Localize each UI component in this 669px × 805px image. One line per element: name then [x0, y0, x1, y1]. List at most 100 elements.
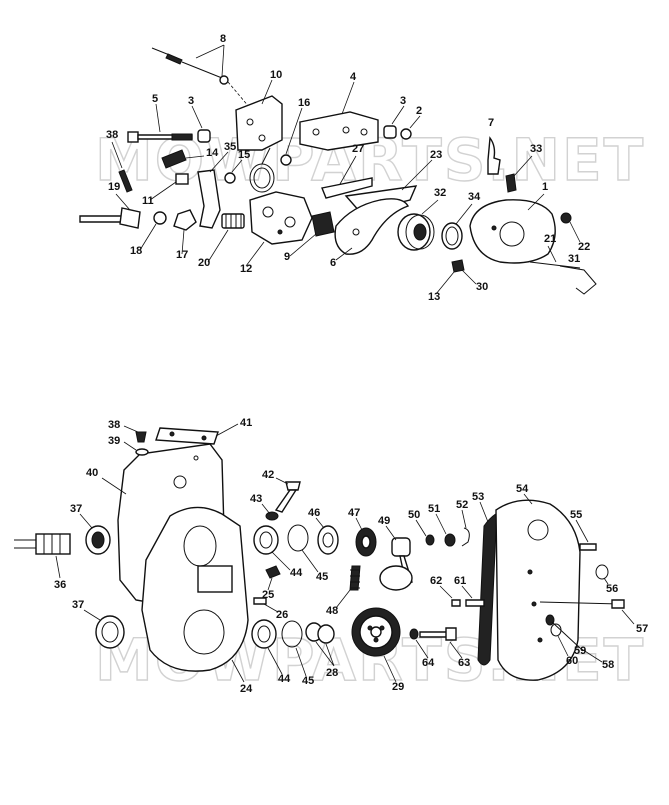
callout-27: 27 — [352, 143, 364, 155]
nut-2 — [400, 128, 412, 140]
sprocket-47 — [355, 527, 377, 557]
callout-3b: 3 — [400, 95, 406, 107]
shaft-49 — [379, 537, 413, 591]
cover-54 — [495, 499, 581, 681]
spacer-3a — [197, 129, 211, 143]
callout-25: 25 — [262, 589, 274, 601]
callout-33: 33 — [530, 143, 542, 155]
bearing-44-lower — [251, 619, 277, 649]
seal-37-upper — [85, 525, 111, 555]
callout-32: 32 — [434, 187, 446, 199]
nuts-28 — [305, 622, 335, 644]
callout-11: 11 — [142, 195, 154, 207]
callout-16: 16 — [298, 97, 310, 109]
plug-33 — [505, 173, 517, 193]
setscrew-25 — [265, 565, 281, 579]
lower-callouts: 38 41 39 40 42 43 46 47 49 50 51 52 53 — [54, 417, 648, 695]
callout-13: 13 — [428, 291, 440, 303]
pin-62 — [451, 599, 461, 607]
spring-20 — [221, 213, 245, 229]
callout-58: 58 — [602, 659, 614, 671]
callout-52: 52 — [456, 499, 468, 511]
callout-5: 5 — [152, 93, 158, 105]
washer-50 — [425, 534, 435, 546]
seal-34 — [441, 222, 463, 250]
bearing-46 — [317, 525, 339, 555]
callout-21: 21 — [544, 233, 556, 245]
callout-50: 50 — [408, 509, 420, 521]
callout-53: 53 — [472, 491, 484, 503]
seal-45-upper — [287, 524, 309, 552]
callout-3a: 3 — [188, 95, 194, 107]
ring-60 — [550, 623, 562, 637]
callout-28: 28 — [326, 667, 338, 679]
nut-51 — [444, 533, 456, 547]
washer-59 — [545, 614, 555, 626]
callout-38-lower: 38 — [108, 419, 120, 431]
callout-44-upper: 44 — [290, 567, 303, 579]
screw-55 — [579, 543, 597, 551]
control-cable — [151, 47, 251, 109]
upper-assembly: 8 10 4 5 3 16 3 2 7 38 14 35 15 27 — [79, 33, 597, 303]
fitting-7 — [487, 136, 501, 175]
callout-45-lower: 45 — [302, 675, 314, 687]
nut-16b — [280, 154, 292, 166]
arm-27 — [321, 177, 373, 199]
callout-15: 15 — [238, 149, 250, 161]
callout-19: 19 — [108, 181, 120, 193]
callout-22: 22 — [578, 241, 590, 253]
seal-37-lower — [95, 615, 125, 649]
chain-48 — [349, 565, 361, 591]
fitting-13 — [451, 259, 465, 273]
callout-39: 39 — [108, 435, 120, 447]
spring-16 — [249, 147, 275, 193]
callout-37-lower: 37 — [72, 599, 84, 611]
callout-35: 35 — [224, 141, 236, 153]
callout-24: 24 — [240, 683, 253, 695]
bracket-4 — [299, 111, 379, 151]
bracket-10 — [235, 95, 283, 151]
callout-29: 29 — [392, 681, 404, 693]
callout-57: 57 — [636, 623, 648, 635]
callout-30: 30 — [476, 281, 488, 293]
bearing-32 — [397, 213, 435, 251]
callout-46: 46 — [308, 507, 320, 519]
link-31 — [559, 265, 597, 295]
case-24 — [141, 506, 249, 672]
cover-1 — [469, 199, 556, 264]
screw-38-lower — [135, 431, 147, 443]
set-screw-38 — [118, 169, 133, 193]
lower-assembly: 38 41 39 40 42 43 46 47 49 50 51 52 53 — [14, 417, 648, 695]
seal-45-lower — [281, 620, 303, 648]
callout-17: 17 — [176, 249, 188, 261]
linkage-35 — [197, 169, 221, 229]
callout-47: 47 — [348, 507, 360, 519]
bolt-42 — [274, 481, 301, 513]
washer-15 — [224, 172, 236, 184]
callout-38: 38 — [106, 129, 118, 141]
callout-45-upper: 45 — [316, 571, 328, 583]
pin-61 — [465, 599, 485, 607]
callout-10: 10 — [270, 69, 282, 81]
callout-55: 55 — [570, 509, 582, 521]
gasket-41 — [155, 427, 219, 445]
callout-48: 48 — [326, 605, 338, 617]
callout-61: 61 — [454, 575, 466, 587]
callout-14: 14 — [206, 147, 219, 159]
callout-8: 8 — [220, 33, 226, 45]
callout-44-lower: 44 — [278, 673, 291, 685]
callout-7: 7 — [488, 117, 494, 129]
callout-60: 60 — [566, 655, 578, 667]
callout-34: 34 — [468, 191, 481, 203]
callout-9: 9 — [284, 251, 290, 263]
callout-51: 51 — [428, 503, 440, 515]
callout-59: 59 — [574, 645, 586, 657]
callout-36: 36 — [54, 579, 66, 591]
pin-26 — [253, 597, 267, 605]
callout-49: 49 — [378, 515, 390, 527]
callout-12: 12 — [240, 263, 252, 275]
spacer-3b — [383, 125, 397, 139]
callout-56: 56 — [606, 583, 618, 595]
